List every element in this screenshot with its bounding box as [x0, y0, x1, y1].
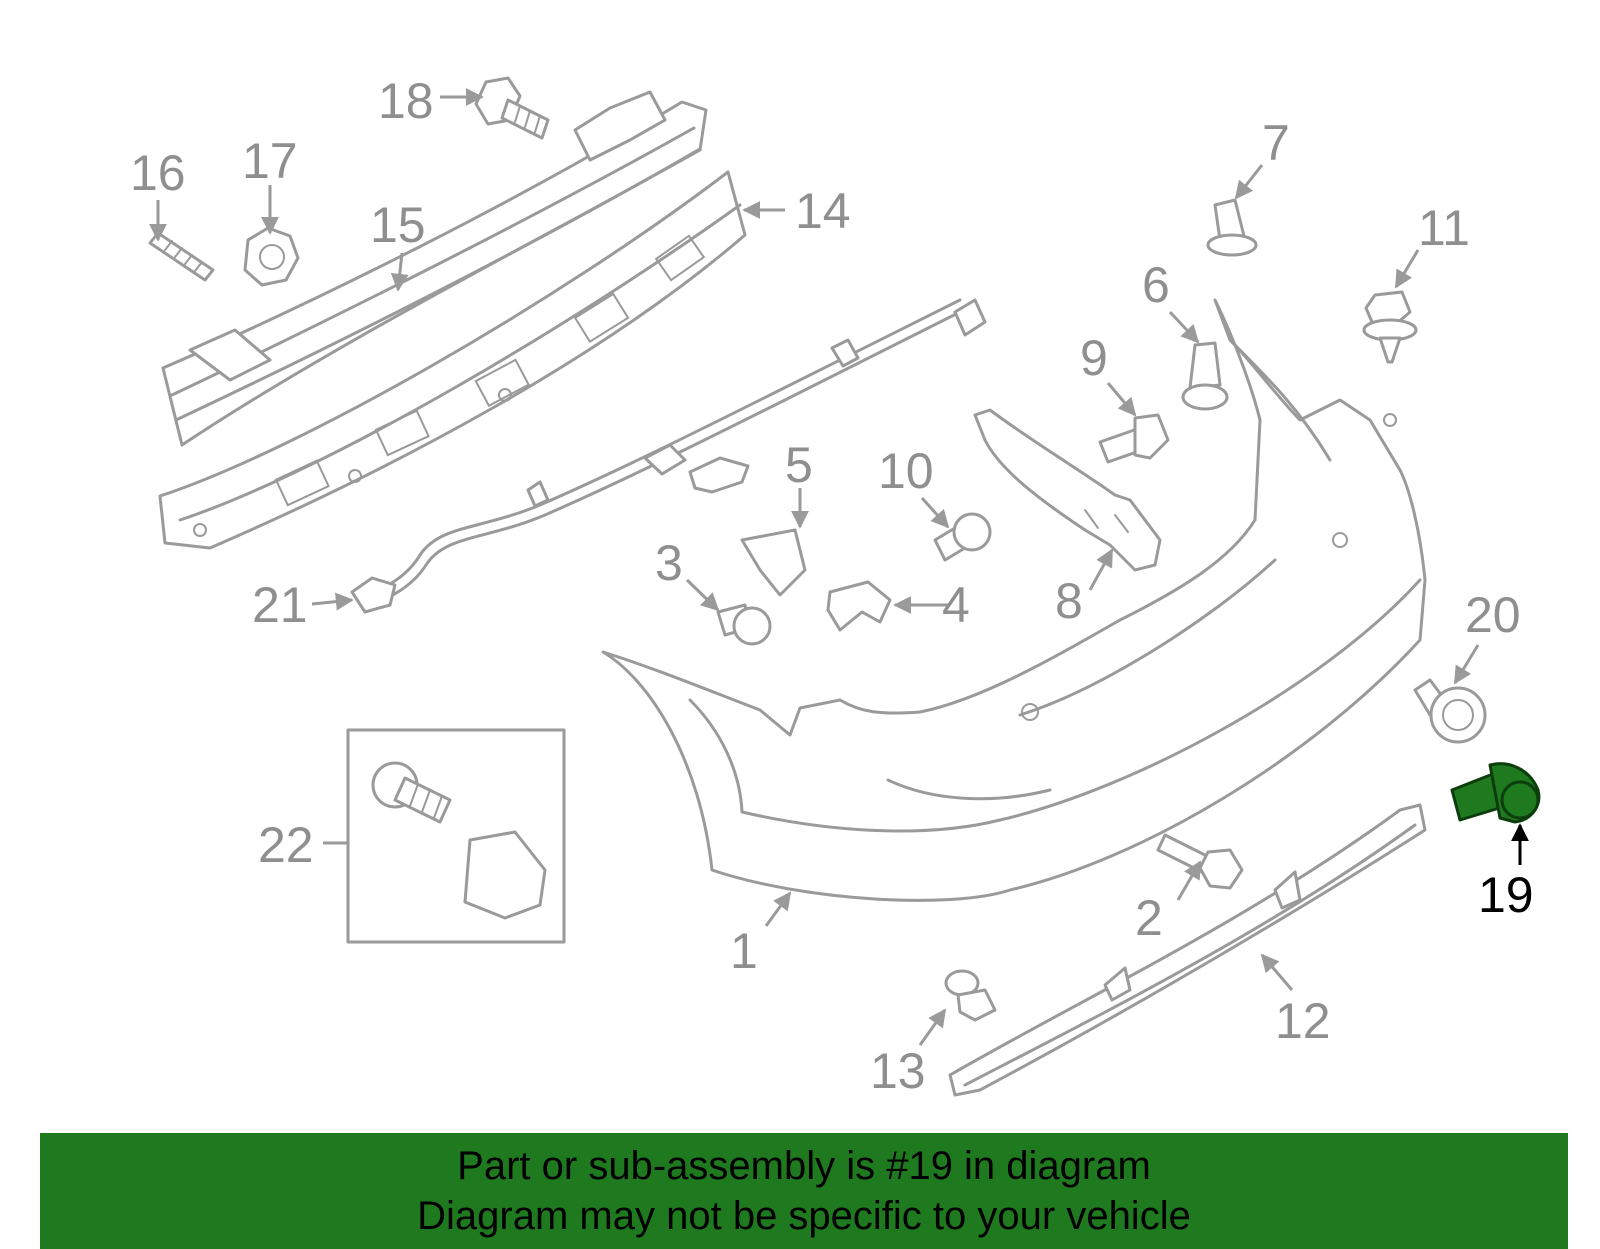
label-17: 17 [242, 133, 298, 189]
part-15-reinforcement-beam [161, 90, 708, 447]
label-5: 5 [785, 437, 813, 493]
label-18: 18 [378, 73, 434, 129]
label-9: 9 [1080, 330, 1108, 386]
label-14: 14 [795, 183, 851, 239]
label-16: 16 [130, 145, 186, 201]
banner-line-1: Part or sub-assembly is #19 in diagram [457, 1144, 1151, 1188]
part-8-bracket [973, 408, 1162, 572]
part-16-stud [148, 231, 215, 282]
part-5-bracket [740, 528, 807, 597]
label-8: 8 [1055, 573, 1083, 629]
part-14-absorber [158, 170, 747, 550]
part-11-bolt [1362, 290, 1418, 364]
part-13-push-pin [944, 969, 997, 1022]
part-2-bolt [1156, 833, 1244, 890]
part-19-parking-sensor [1450, 762, 1541, 824]
label-6: 6 [1142, 257, 1170, 313]
label-4: 4 [942, 577, 970, 633]
label-11: 11 [1418, 200, 1470, 256]
part-21-wiring-harness [350, 298, 987, 614]
part-20-sensor-bracket [1413, 678, 1487, 744]
label-3: 3 [655, 535, 683, 591]
label-1: 1 [730, 923, 758, 979]
part-10-push-clip [933, 512, 992, 562]
part-7-clip [1206, 198, 1258, 257]
part-12-lower-trim [948, 803, 1427, 1097]
part-9-screw [1098, 413, 1170, 464]
part-6-pin [1181, 341, 1229, 411]
label-13: 13 [870, 1043, 926, 1099]
label-19: 19 [1478, 867, 1534, 923]
label-20: 20 [1465, 587, 1521, 643]
label-21: 21 [252, 577, 308, 633]
label-2: 2 [1135, 890, 1163, 946]
banner-line-2: Diagram may not be specific to your vehi… [417, 1194, 1191, 1238]
part-18-bolt [474, 76, 550, 140]
label-12: 12 [1275, 993, 1331, 1049]
info-banner: Part or sub-assembly is #19 in diagram D… [40, 1133, 1568, 1249]
label-10: 10 [878, 443, 934, 499]
part-1-bumper-cover [601, 298, 1427, 902]
part-3-clip [716, 603, 772, 646]
part-4-bracket [826, 580, 892, 632]
label-7: 7 [1262, 115, 1290, 171]
part-17-nut [243, 226, 300, 287]
part-22-inset [346, 728, 566, 944]
label-22: 22 [258, 817, 314, 873]
label-15: 15 [370, 197, 426, 253]
